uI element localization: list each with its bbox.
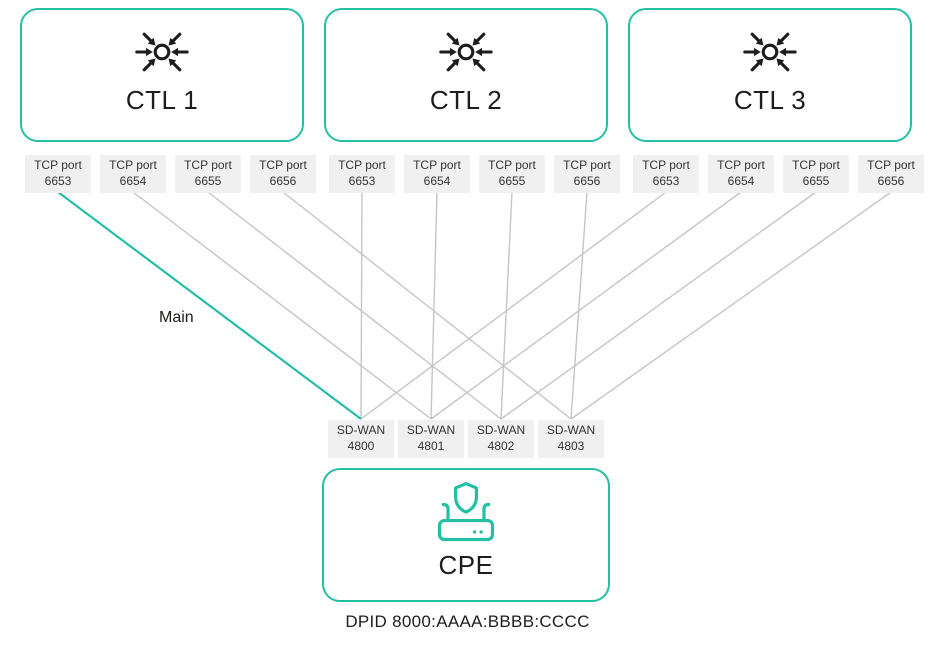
converge-arrows-icon: [743, 32, 797, 72]
link-line-ctl1-6655-4802: [207, 191, 502, 420]
ctl3-box: CTL 3: [628, 8, 912, 142]
cpe-box: CPE: [322, 468, 610, 602]
converge-arrows-icon: [135, 32, 189, 72]
link-line-ctl3-6653-4800: [360, 191, 667, 420]
link-line-ctl1-6656-4803: [282, 191, 572, 420]
link-line-ctl2-6656-4803: [570, 191, 588, 420]
ctl3-label: CTL 3: [733, 85, 807, 115]
link-line-ctl2-6654-4801: [430, 191, 438, 420]
router-shield-icon: [437, 482, 495, 542]
cpe-label: CPE: [438, 550, 494, 580]
main-link-label: Main: [156, 309, 197, 327]
link-line-ctl3-6654-4801: [430, 191, 742, 420]
link-line-ctl3-6655-4802: [500, 191, 817, 420]
ctl1-box: CTL 1: [20, 8, 304, 142]
ctl2-box: CTL 2: [324, 8, 608, 142]
ctl1-label: CTL 1: [125, 85, 199, 115]
ctl2-label: CTL 2: [429, 85, 503, 115]
dpid-text: DPID 8000:AAAA:BBBB:CCCC: [345, 612, 590, 631]
link-line-ctl2-6653-4800: [360, 191, 363, 420]
link-line-ctl1-6654-4801: [132, 191, 432, 420]
link-line-ctl2-6655-4802: [500, 191, 513, 420]
link-line-ctl3-6656-4803: [570, 191, 892, 420]
main-link-line: [57, 191, 362, 420]
converge-arrows-icon: [439, 32, 493, 72]
